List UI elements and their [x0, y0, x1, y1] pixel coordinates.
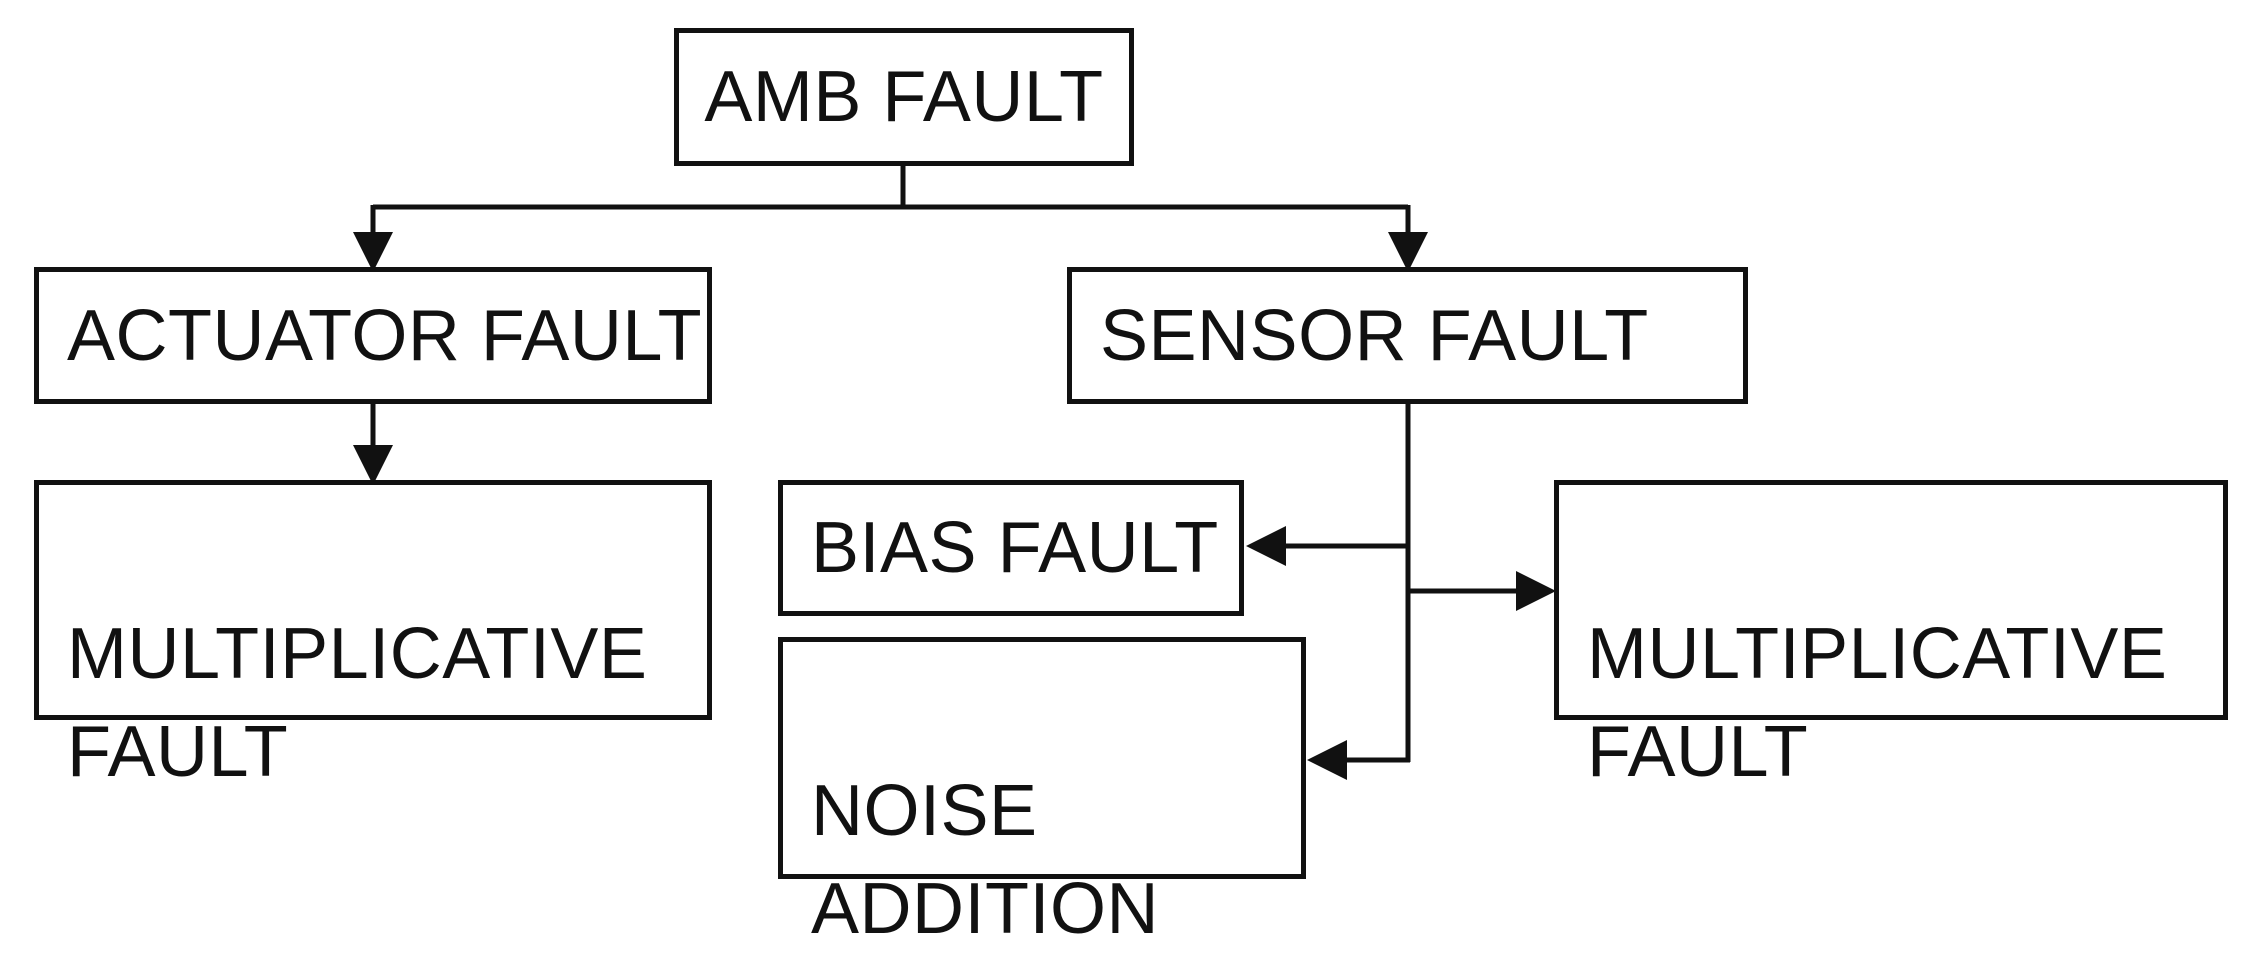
sensor-fault-label: SENSOR FAULT — [1100, 295, 1649, 376]
sensor-multiplicative-fault-label: MULTIPLICATIVE FAULT — [1587, 614, 2168, 792]
actuator-multiplicative-fault-node: MULTIPLICATIVE FAULT — [34, 480, 712, 792]
actuator-fault-node: ACTUATOR FAULT — [34, 267, 712, 404]
bias-fault-label: BIAS FAULT — [811, 508, 1219, 588]
actuator-fault-label: ACTUATOR FAULT — [67, 295, 703, 376]
noise-addition-node: NOISE ADDITION — [778, 637, 1306, 949]
noise-addition-label: NOISE ADDITION — [811, 771, 1160, 949]
bias-fault-node: BIAS FAULT — [778, 480, 1244, 616]
sensor-fault-node: SENSOR FAULT — [1067, 267, 1748, 404]
root-node-amb-fault: AMB FAULT — [674, 28, 1134, 166]
connector-layer — [353, 166, 1556, 780]
root-node-label: AMB FAULT — [704, 57, 1104, 137]
actuator-multiplicative-fault-label: MULTIPLICATIVE FAULT — [67, 614, 648, 792]
fault-tree-diagram: AMB FAULT ACTUATOR FAULT SENSOR FAULT MU… — [34, 28, 2228, 949]
sensor-multiplicative-fault-node: MULTIPLICATIVE FAULT — [1554, 480, 2228, 792]
